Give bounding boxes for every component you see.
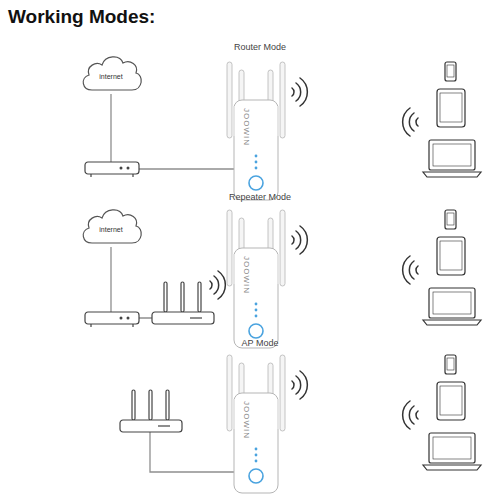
cloud-label: internet [99, 73, 122, 80]
mode-label: Repeater Mode [160, 192, 360, 202]
brand-mark: JOOWIN [242, 401, 251, 439]
internet-cloud: internet [78, 52, 144, 94]
internet-cloud: internet [78, 205, 144, 247]
mode-label: AP Mode [160, 338, 360, 348]
cloud-label: internet [99, 226, 122, 233]
brand-mark: JOOWIN [242, 256, 251, 294]
brand-mark: JOOWIN [242, 108, 251, 146]
mode-label: Router Mode [160, 42, 360, 52]
diagram-title: Working Modes: [8, 6, 155, 28]
